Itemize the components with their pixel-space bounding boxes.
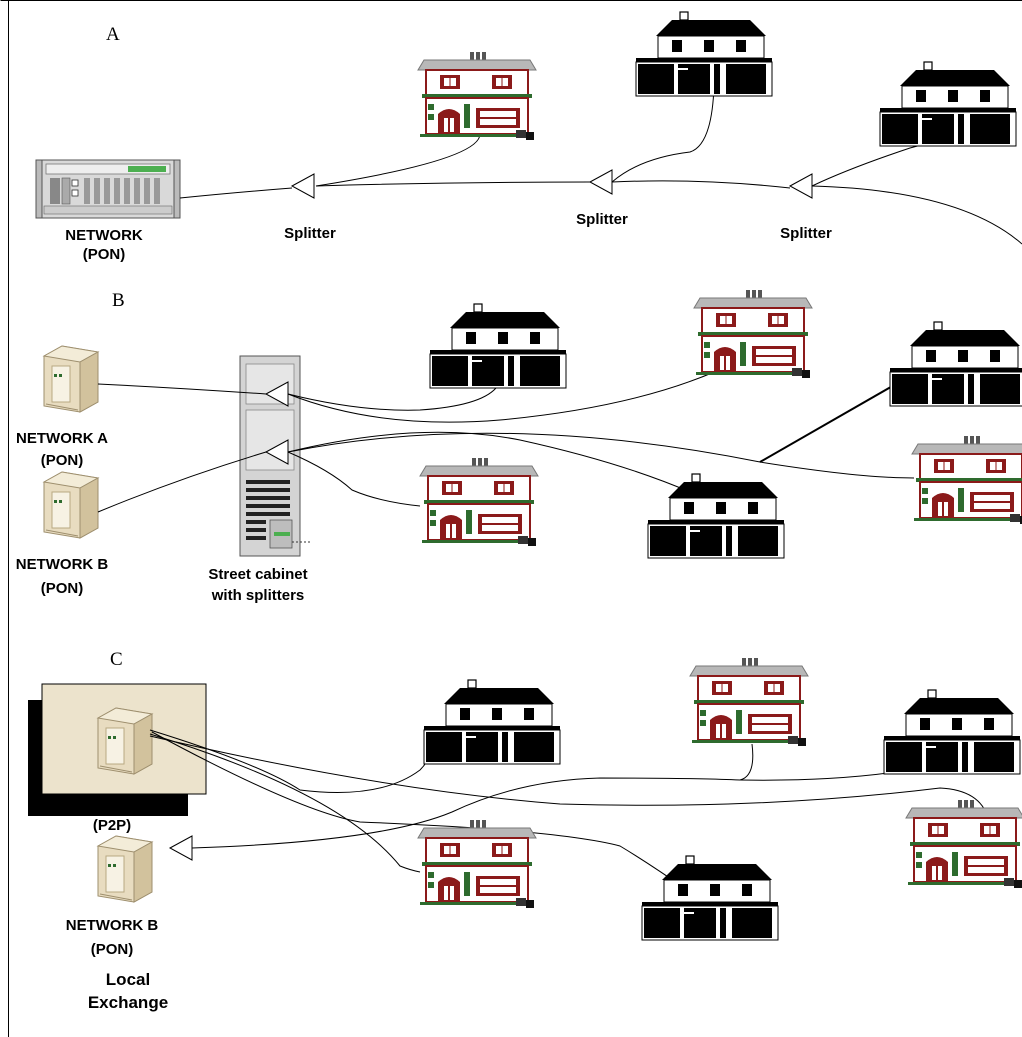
wire-b-drop-6 [759, 383, 897, 463]
network-c1-type-label: (P2P) [93, 817, 131, 834]
splitter-c-icon [169, 835, 193, 861]
server-b-network-b-icon [43, 471, 99, 539]
exchange-label-2: Exchange [88, 993, 168, 1012]
wire-a-trunk-4 [811, 185, 1022, 245]
network-a-type-label: (PON) [83, 246, 126, 263]
splitter-a3-icon [789, 173, 813, 199]
section-letter-c: C [110, 649, 123, 670]
house-c4-icon [417, 819, 537, 909]
house-c2-icon [689, 657, 809, 747]
wire-b-drop-5 [287, 432, 915, 479]
house-b3-icon [889, 321, 1022, 407]
wire-a-drop-2 [611, 85, 715, 183]
cabinet-label: Street cabinet [208, 566, 307, 583]
house-a2-icon [635, 11, 773, 97]
wire-b-drop-3 [287, 451, 421, 507]
house-a3-icon [879, 61, 1017, 147]
network-b2-type-label: (PON) [41, 580, 84, 597]
splitter-a1-icon [291, 173, 315, 199]
house-b2-icon [693, 289, 813, 379]
house-b5-icon [647, 473, 785, 559]
wire-b-drop-2 [287, 359, 741, 423]
server-c-network-b-icon [97, 835, 153, 903]
house-b4-icon [419, 457, 539, 547]
wire-b-network-a [97, 383, 267, 395]
house-b6-icon [911, 435, 1022, 525]
wire-b-drop-1 [287, 387, 497, 411]
server-c-network-a-icon [97, 707, 153, 775]
exchange-label: Local [106, 970, 150, 989]
splitter-a2-label: Splitter [576, 211, 628, 228]
house-c3-icon [883, 689, 1021, 775]
wire-a-drop-1 [315, 133, 481, 187]
splitter-a1-label: Splitter [284, 225, 336, 242]
house-c1-icon [423, 679, 561, 765]
splitter-a2-icon [589, 169, 613, 195]
wire-b-drop-4 [287, 431, 691, 493]
server-b-network-a-icon [43, 345, 99, 413]
network-b1-label: NETWORK A [16, 430, 108, 447]
network-c2-label: NETWORK B [66, 917, 159, 934]
house-a1-icon [417, 51, 537, 141]
splitter-a3-label: Splitter [780, 225, 832, 242]
house-b1-icon [429, 303, 567, 389]
cabinet-label-2: with splitters [211, 587, 305, 604]
network-a-label: NETWORK [65, 227, 143, 244]
network-b1-type-label: (PON) [41, 452, 84, 469]
wire-c-drop-2 [151, 731, 691, 893]
house-c5-icon [641, 855, 779, 941]
wire-a-trunk-2 [315, 181, 591, 187]
network-b2-label: NETWORK B [16, 556, 109, 573]
network-c2-type-label: (PON) [91, 941, 134, 958]
street-cabinet-icon [239, 355, 312, 557]
wire-c-drop-4 [149, 735, 989, 819]
wire-a-trunk-1 [179, 187, 293, 199]
network-rack-icon [35, 159, 181, 219]
house-c6-icon [905, 799, 1022, 889]
section-letter-a: A [106, 24, 120, 45]
section-letter-b: B [112, 290, 125, 311]
wire-b-network-b [97, 451, 267, 513]
network-c1-label: NETWORK A [66, 796, 158, 813]
wire-a-trunk-3 [611, 180, 791, 189]
